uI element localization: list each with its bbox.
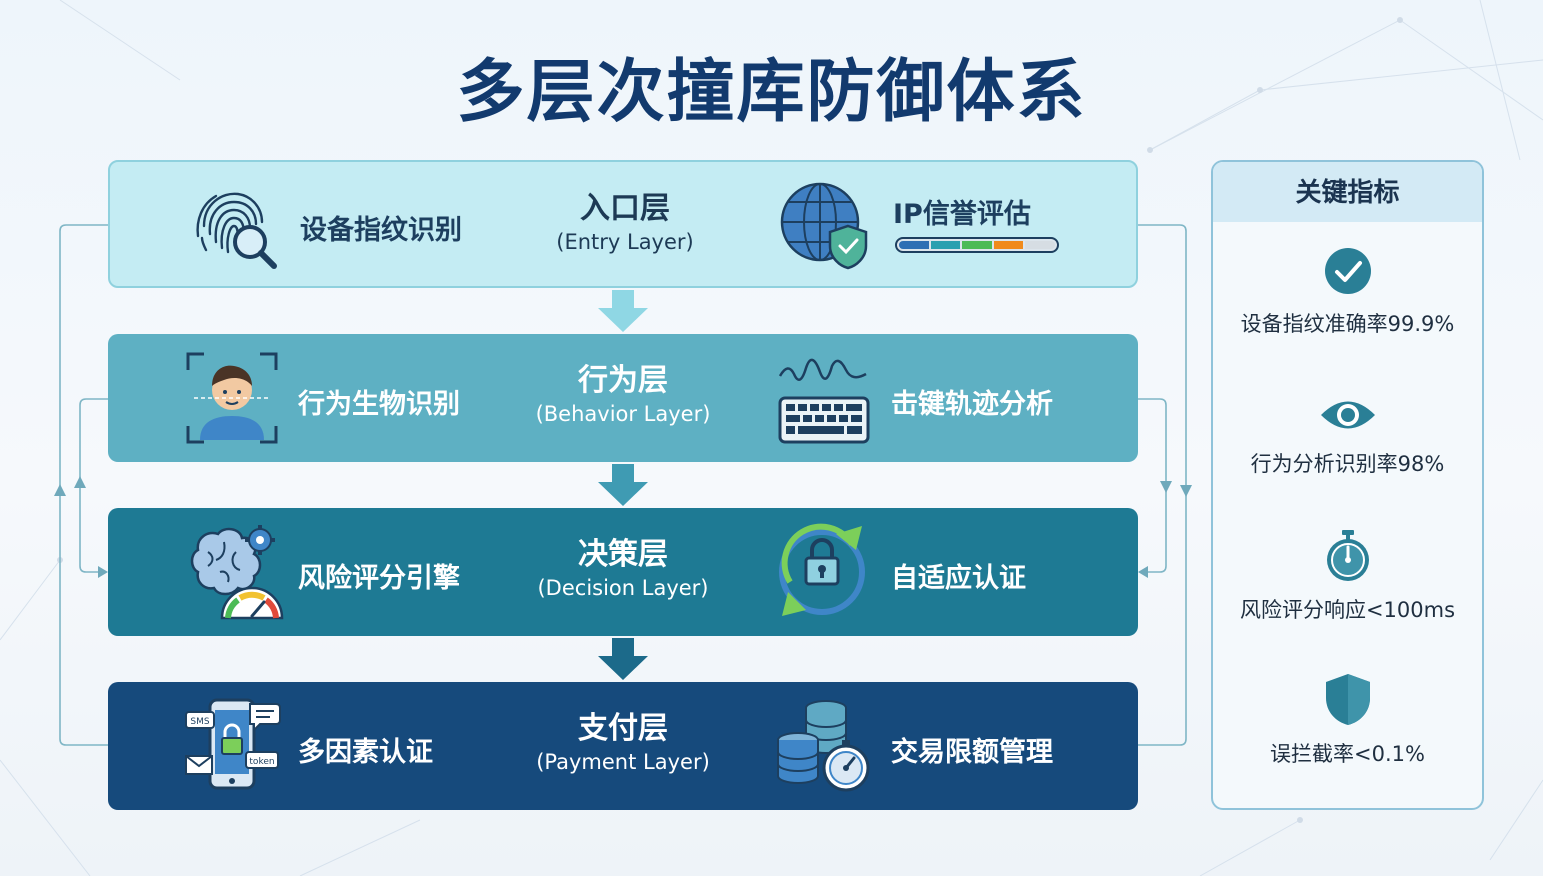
behavior-layer-title: 行为层 <box>578 363 668 398</box>
entry-layer-name: 入口层 (Entry Layer) <box>510 190 740 256</box>
transaction-limit-label: 交易限额管理 <box>891 737 1053 768</box>
metric-item: 设备指纹准确率99.9% <box>1213 246 1482 338</box>
reputation-bar-segment <box>930 241 961 249</box>
phone-mfa-icon: SMS token <box>184 696 284 796</box>
reputation-bar-segment <box>962 241 992 249</box>
metric-item: 行为分析识别率98% <box>1213 394 1482 478</box>
behavior-biometrics-label: 行为生物识别 <box>298 389 460 420</box>
entry-layer: 设备指纹识别 入口层 (Entry Layer) IP信誉评估 <box>108 160 1138 288</box>
entry-layer-title: 入口层 <box>580 191 670 226</box>
reputation-bar-segment <box>1025 241 1055 249</box>
lock-cycle-icon <box>776 522 872 618</box>
behavior-layer: 行为生物识别 行为层 (Behavior Layer) 击键轨迹分析 <box>108 334 1138 462</box>
metric-text: 行为分析识别率98% <box>1250 452 1445 476</box>
payment-layer-name: 支付层 (Payment Layer) <box>508 710 738 776</box>
payment-layer-subtitle: (Payment Layer) <box>536 750 710 774</box>
behavior-to-decision-arrow <box>598 464 648 510</box>
metric-text: 风险评分响应<100ms <box>1239 598 1456 622</box>
shield-icon <box>1213 672 1482 726</box>
decision-layer-title: 决策层 <box>578 537 668 572</box>
key-metrics-panel: 关键指标 设备指纹准确率99.9% 行为分析识别率98% <box>1211 160 1484 810</box>
stopwatch-icon <box>1213 530 1482 582</box>
entry-layer-subtitle: (Entry Layer) <box>556 230 694 254</box>
decision-layer-subtitle: (Decision Layer) <box>537 576 709 600</box>
mfa-label: 多因素认证 <box>298 737 433 768</box>
adaptive-auth-label: 自适应认证 <box>891 563 1026 594</box>
brain-gauge-icon <box>184 522 284 622</box>
face-scan-icon <box>184 350 280 446</box>
behavior-layer-name: 行为层 (Behavior Layer) <box>508 362 738 428</box>
sms-label: SMS <box>190 717 209 727</box>
device-fingerprint-label: 设备指纹识别 <box>300 215 462 246</box>
entry-to-behavior-arrow <box>598 290 648 336</box>
ip-reputation-label: IP信誉评估 <box>893 199 1031 230</box>
metric-item: 误拦截率<0.1% <box>1213 672 1482 768</box>
behavior-layer-subtitle: (Behavior Layer) <box>535 402 711 426</box>
decision-layer-name: 决策层 (Decision Layer) <box>508 536 738 602</box>
eye-icon <box>1213 394 1482 436</box>
payment-layer-title: 支付层 <box>578 711 668 746</box>
keyboard-wave-icon <box>776 348 872 448</box>
keystroke-analysis-label: 击键轨迹分析 <box>891 389 1053 420</box>
reputation-bar-segment <box>899 241 929 249</box>
metrics-header: 关键指标 <box>1213 162 1482 222</box>
metric-item: 风险评分响应<100ms <box>1213 530 1482 624</box>
metric-text: 设备指纹准确率99.9% <box>1240 312 1455 336</box>
page-title: 多层次撞库防御体系 <box>456 53 1087 132</box>
fingerprint-search-icon <box>186 180 282 276</box>
ip-reputation-bar <box>895 237 1059 253</box>
globe-shield-icon <box>778 178 874 274</box>
decision-layer: 风险评分引擎 决策层 (Decision Layer) 自适应认证 <box>108 508 1138 636</box>
metric-text: 误拦截率<0.1% <box>1270 742 1425 766</box>
risk-scoring-engine-label: 风险评分引擎 <box>298 563 460 594</box>
coins-timer-icon <box>776 696 876 796</box>
payment-layer: SMS token 多因素认证 支付层 (Payment Layer) <box>108 682 1138 810</box>
decision-to-payment-arrow <box>598 638 648 684</box>
check-circle-icon <box>1213 246 1482 296</box>
token-label: token <box>249 757 274 767</box>
reputation-bar-segment <box>993 241 1024 249</box>
